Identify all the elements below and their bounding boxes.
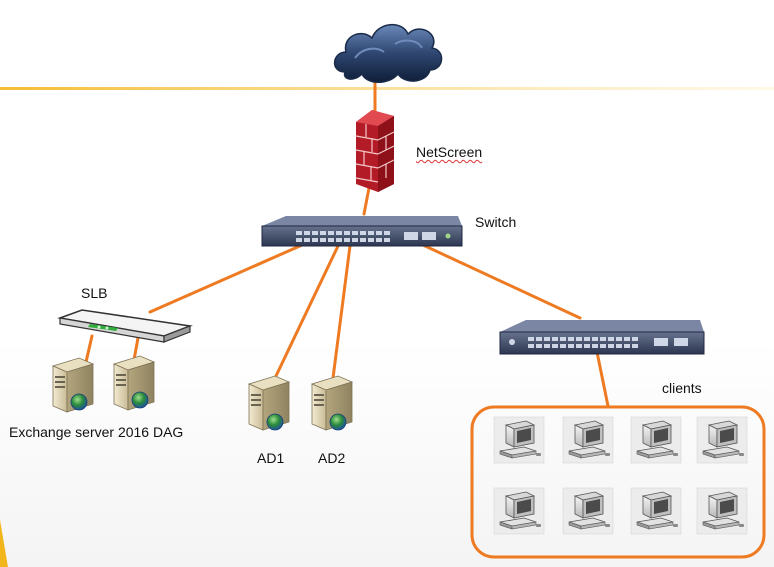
netscreen-label: NetScreen (416, 144, 483, 160)
link-switch2-clients (595, 350, 610, 408)
switch-label: Switch (475, 214, 517, 230)
slb-label: SLB (81, 285, 108, 301)
exchange-label: Exchange server 2016 DAG (9, 424, 184, 440)
load-balancer-icon (57, 309, 193, 343)
cloud-icon (333, 24, 443, 83)
server-icon (310, 375, 354, 431)
link-switch-slb (148, 236, 320, 314)
link-firewall-switch (362, 186, 371, 216)
client-pc-icon (696, 416, 748, 464)
client-pc-icon (493, 487, 545, 535)
ad1-label: AD1 (257, 450, 285, 466)
horizon-line (0, 87, 774, 90)
client-pc-icon (696, 487, 748, 535)
clients-group-box (470, 405, 766, 559)
server-icon (112, 355, 156, 411)
client-pc-icon (630, 487, 682, 535)
link-switch-ad2 (331, 244, 352, 380)
link-slb-server1 (84, 334, 94, 364)
clients-label: clients (662, 380, 702, 396)
switch-icon (499, 320, 705, 355)
links (84, 76, 610, 408)
link-slb-server2 (132, 336, 140, 362)
ad2-label: AD2 (318, 450, 346, 466)
client-pc-icon (493, 416, 545, 464)
server-icon (51, 357, 95, 413)
firewall-icon (355, 110, 395, 192)
client-pc-icon (562, 487, 614, 535)
client-pc-icon (562, 416, 614, 464)
client-pcs (493, 416, 748, 535)
switch-icon (261, 216, 463, 247)
client-pc-icon (630, 416, 682, 464)
link-switch-ad1 (274, 244, 340, 378)
corner-accent (0, 520, 8, 567)
server-icon (247, 375, 291, 431)
